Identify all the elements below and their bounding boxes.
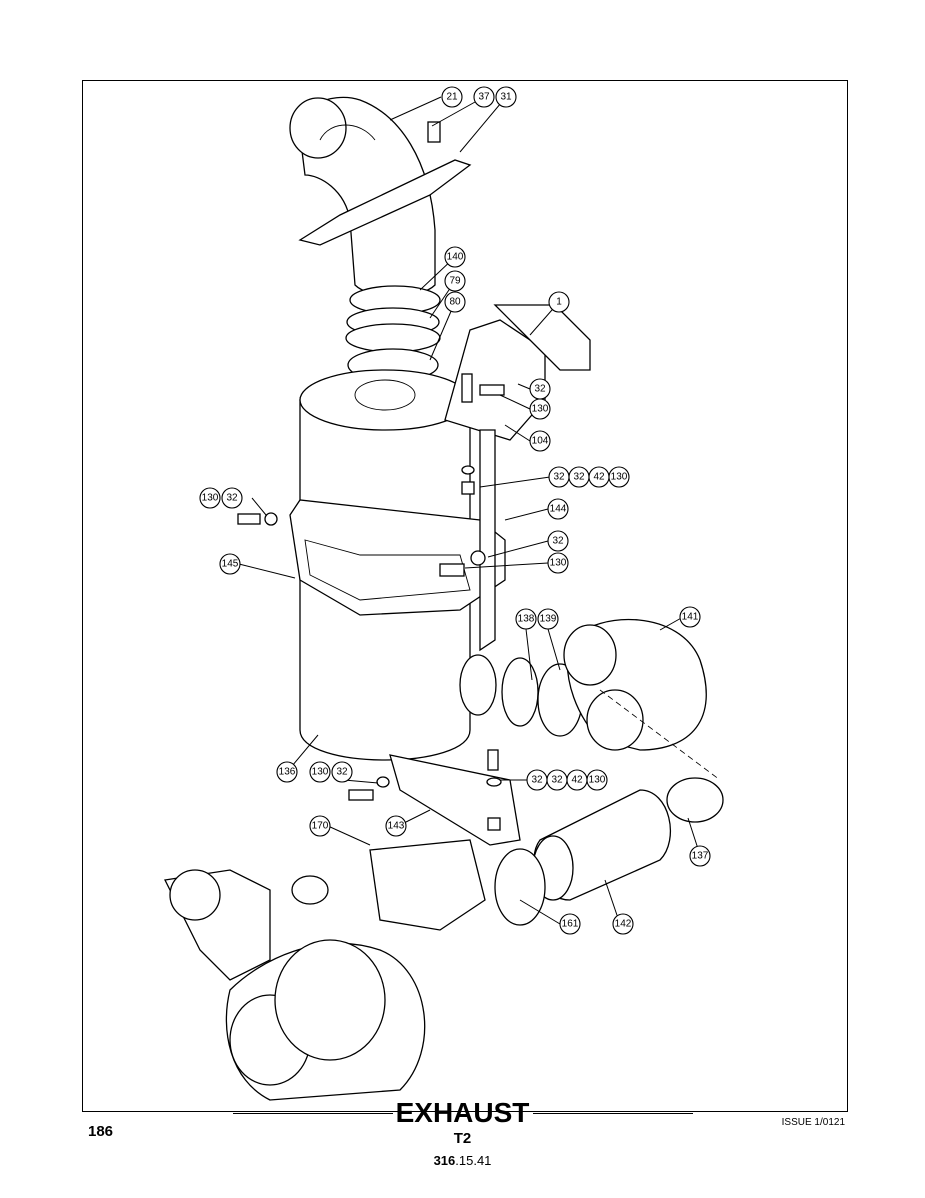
drawing-frame (82, 80, 848, 1112)
callout-32: 32 (546, 769, 568, 791)
svg-text:138: 138 (518, 614, 535, 625)
svg-text:21: 21 (446, 92, 458, 103)
page-subtitle: T2 (453, 1130, 472, 1147)
svg-text:130: 130 (532, 404, 549, 415)
svg-text:79: 79 (449, 276, 461, 287)
callout-130: 130 (309, 761, 331, 783)
callout-42: 42 (588, 466, 610, 488)
callout-104: 104 (529, 430, 551, 452)
callout-137: 137 (689, 845, 711, 867)
callout-80: 80 (444, 291, 466, 313)
svg-text:32: 32 (552, 536, 564, 547)
callout-32: 32 (568, 466, 590, 488)
mounting-bracket (389, 304, 591, 846)
svg-text:32: 32 (534, 384, 546, 395)
callout-136: 136 (276, 761, 298, 783)
svg-text:32: 32 (531, 775, 543, 786)
section-reference-bold: 316 (433, 1153, 456, 1168)
svg-text:32: 32 (573, 472, 585, 483)
svg-text:136: 136 (279, 767, 296, 778)
svg-text:32: 32 (336, 767, 348, 778)
svg-text:170: 170 (312, 821, 329, 832)
svg-text:142: 142 (615, 919, 632, 930)
svg-text:143: 143 (388, 821, 405, 832)
svg-text:104: 104 (532, 436, 549, 447)
callout-1: 1 (548, 291, 570, 313)
svg-text:130: 130 (550, 558, 567, 569)
callout-143: 143 (385, 815, 407, 837)
callout-139: 139 (537, 608, 559, 630)
callout-31: 31 (495, 86, 517, 108)
svg-text:1: 1 (556, 297, 562, 308)
callout-130: 130 (608, 466, 630, 488)
callout-130: 130 (529, 398, 551, 420)
callout-37: 37 (473, 86, 495, 108)
svg-text:137: 137 (692, 851, 709, 862)
callout-130: 130 (547, 552, 569, 574)
callout-141: 141 (679, 606, 701, 628)
upper-clamp-rings (345, 285, 441, 382)
callout-144: 144 (547, 498, 569, 520)
svg-text:130: 130 (312, 767, 329, 778)
callout-32: 32 (526, 769, 548, 791)
svg-text:32: 32 (226, 493, 238, 504)
callout-161: 161 (559, 913, 581, 935)
bolts (237, 121, 505, 831)
callout-32: 32 (529, 378, 551, 400)
callout-140: 140 (444, 246, 466, 268)
callout-79: 79 (444, 270, 466, 292)
svg-text:37: 37 (478, 92, 490, 103)
callout-130: 130 (586, 769, 608, 791)
svg-text:42: 42 (571, 775, 583, 786)
callout-42: 42 (566, 769, 588, 791)
svg-text:130: 130 (589, 775, 606, 786)
callout-170: 170 (309, 815, 331, 837)
page-title: EXHAUST (395, 1097, 530, 1128)
svg-text:32: 32 (553, 472, 565, 483)
svg-text:31: 31 (500, 92, 512, 103)
svg-text:130: 130 (202, 493, 219, 504)
callout-142: 142 (612, 913, 634, 935)
callout-32: 32 (221, 487, 243, 509)
outlet-elbow (459, 618, 724, 926)
callout-21: 21 (441, 86, 463, 108)
svg-text:141: 141 (682, 612, 699, 623)
issue-label: ISSUE 1/0121 (781, 1117, 845, 1128)
exhaust-canister (289, 369, 506, 761)
section-reference: 316.15.41 (0, 1153, 925, 1168)
section-reference-rest: .15.41 (455, 1153, 492, 1168)
callout-130: 130 (199, 487, 221, 509)
turbocharger-assembly (164, 839, 486, 1101)
page-number: 186 (88, 1123, 114, 1140)
callout-32: 32 (548, 466, 570, 488)
svg-text:144: 144 (550, 504, 567, 515)
svg-text:140: 140 (447, 252, 464, 263)
svg-text:145: 145 (222, 559, 239, 570)
title-block: EXHAUST (0, 1096, 925, 1130)
svg-text:42: 42 (593, 472, 605, 483)
callout-32: 32 (331, 761, 353, 783)
upper-elbow-pipe (289, 96, 472, 297)
svg-text:80: 80 (449, 297, 461, 308)
svg-text:161: 161 (562, 919, 579, 930)
callout-32: 32 (547, 530, 569, 552)
svg-text:139: 139 (540, 614, 557, 625)
svg-text:130: 130 (611, 472, 628, 483)
title-rule-left (233, 1113, 393, 1114)
title-rule-right (533, 1113, 693, 1114)
svg-text:32: 32 (551, 775, 563, 786)
callout-138: 138 (515, 608, 537, 630)
callout-145: 145 (219, 553, 241, 575)
